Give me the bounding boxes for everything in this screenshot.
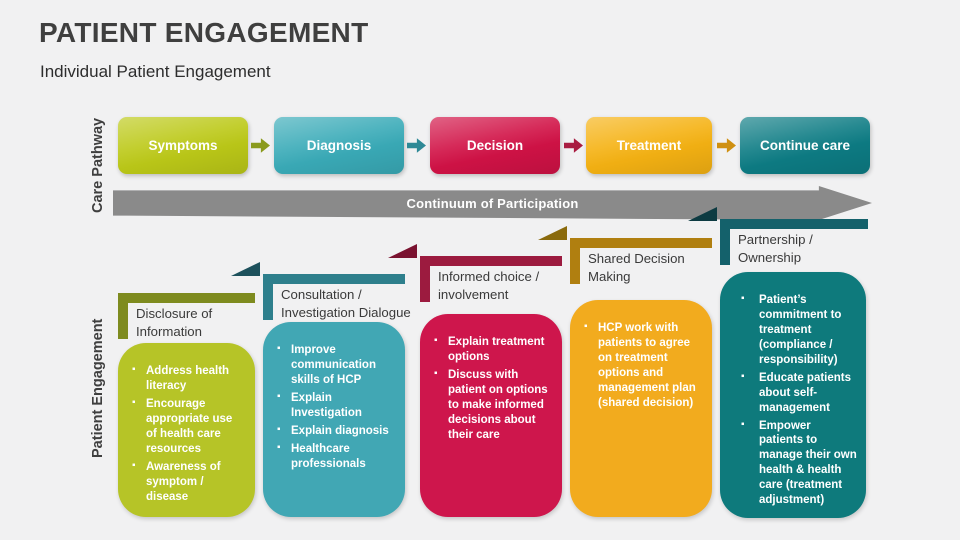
bullet-item: Discuss with patient on options to make … [433,367,553,443]
stage-label: Decision [466,138,524,153]
care-pathway-axis-label: Care Pathway [90,117,106,213]
column-box: Address health literacy Encourage approp… [118,343,255,517]
continuum-arrow: Continuum of Participation [113,186,872,220]
column-box: HCP work with patients to agree on treat… [570,300,712,517]
column-bracket-arm [570,238,580,284]
column-bracket-bar [570,238,712,248]
column-bracket-bar [263,274,405,284]
column-bracket-arm [263,274,273,320]
column-bracket-bar [118,293,255,303]
column-flag-triangle-icon [388,244,417,258]
bullet-list: Improve communication skills of HCP Expl… [276,342,396,472]
column-bracket-arm [118,293,128,339]
stage-box-treatment: Treatment [586,117,712,174]
bullet-item: Improve communication skills of HCP [276,342,396,388]
flow-arrow-icon [251,138,270,153]
column-header: Consultation / Investigation Dialogue [281,287,411,320]
patient-engagement-axis-label: Patient Engagement [90,318,106,458]
stage-label: Continue care [759,138,851,153]
column-box: Patient’s commitment to treatment (compl… [720,272,866,518]
stage-label: Treatment [616,138,682,153]
bullet-item: Explain treatment options [433,334,553,365]
column-bracket-bar [720,219,868,229]
stage-label: Diagnosis [306,138,372,153]
bullet-list: Address health literacy Encourage approp… [131,363,246,505]
bullet-item: HCP work with patients to agree on treat… [583,320,703,411]
bullet-item: Patient’s commitment to treatment (compl… [740,292,857,368]
column-flag-triangle-icon [538,226,567,240]
bullet-item: Healthcare professionals [276,441,396,472]
column-bracket-arm [420,256,430,302]
column-header: Partnership / Ownership [738,232,813,265]
column-bracket-arm [720,219,730,265]
column-flag-triangle-icon [231,262,260,276]
column-header: Shared Decision Making [588,251,685,284]
continuum-label: Continuum of Participation [406,195,579,211]
flow-arrow-icon [717,138,736,153]
bullet-item: Encourage appropriate use of health care… [131,396,246,457]
bullet-item: Explain diagnosis [276,423,396,439]
flow-arrow-icon [564,138,583,153]
bullet-item: Educate patients about self-management [740,370,857,416]
column-bracket-bar [420,256,562,266]
bullet-list: Patient’s commitment to treatment (compl… [740,292,857,509]
stage-box-symptoms: Symptoms [118,117,248,174]
bullet-item: Explain Investigation [276,390,396,421]
bullet-item: Address health literacy [131,363,246,394]
column-header: Disclosure of Information [136,306,213,339]
stage-box-continue-care: Continue care [740,117,870,174]
page-title: PATIENT ENGAGEMENT [39,17,369,48]
stage-box-diagnosis: Diagnosis [274,117,404,174]
flow-arrow-icon [407,138,426,153]
column-box: Improve communication skills of HCP Expl… [263,322,405,517]
stage-label: Symptoms [148,138,218,153]
column-header: Informed choice / involvement [438,269,540,302]
bullet-item: Awareness of symptom / disease [131,459,246,505]
bullet-list: HCP work with patients to agree on treat… [583,320,703,411]
stage-box-decision: Decision [430,117,560,174]
page-subtitle: Individual Patient Engagement [40,62,271,81]
bullet-item: Empower patients to manage their own hea… [740,418,857,509]
column-box: Explain treatment options Discuss with p… [420,314,562,517]
bullet-list: Explain treatment options Discuss with p… [433,334,553,443]
